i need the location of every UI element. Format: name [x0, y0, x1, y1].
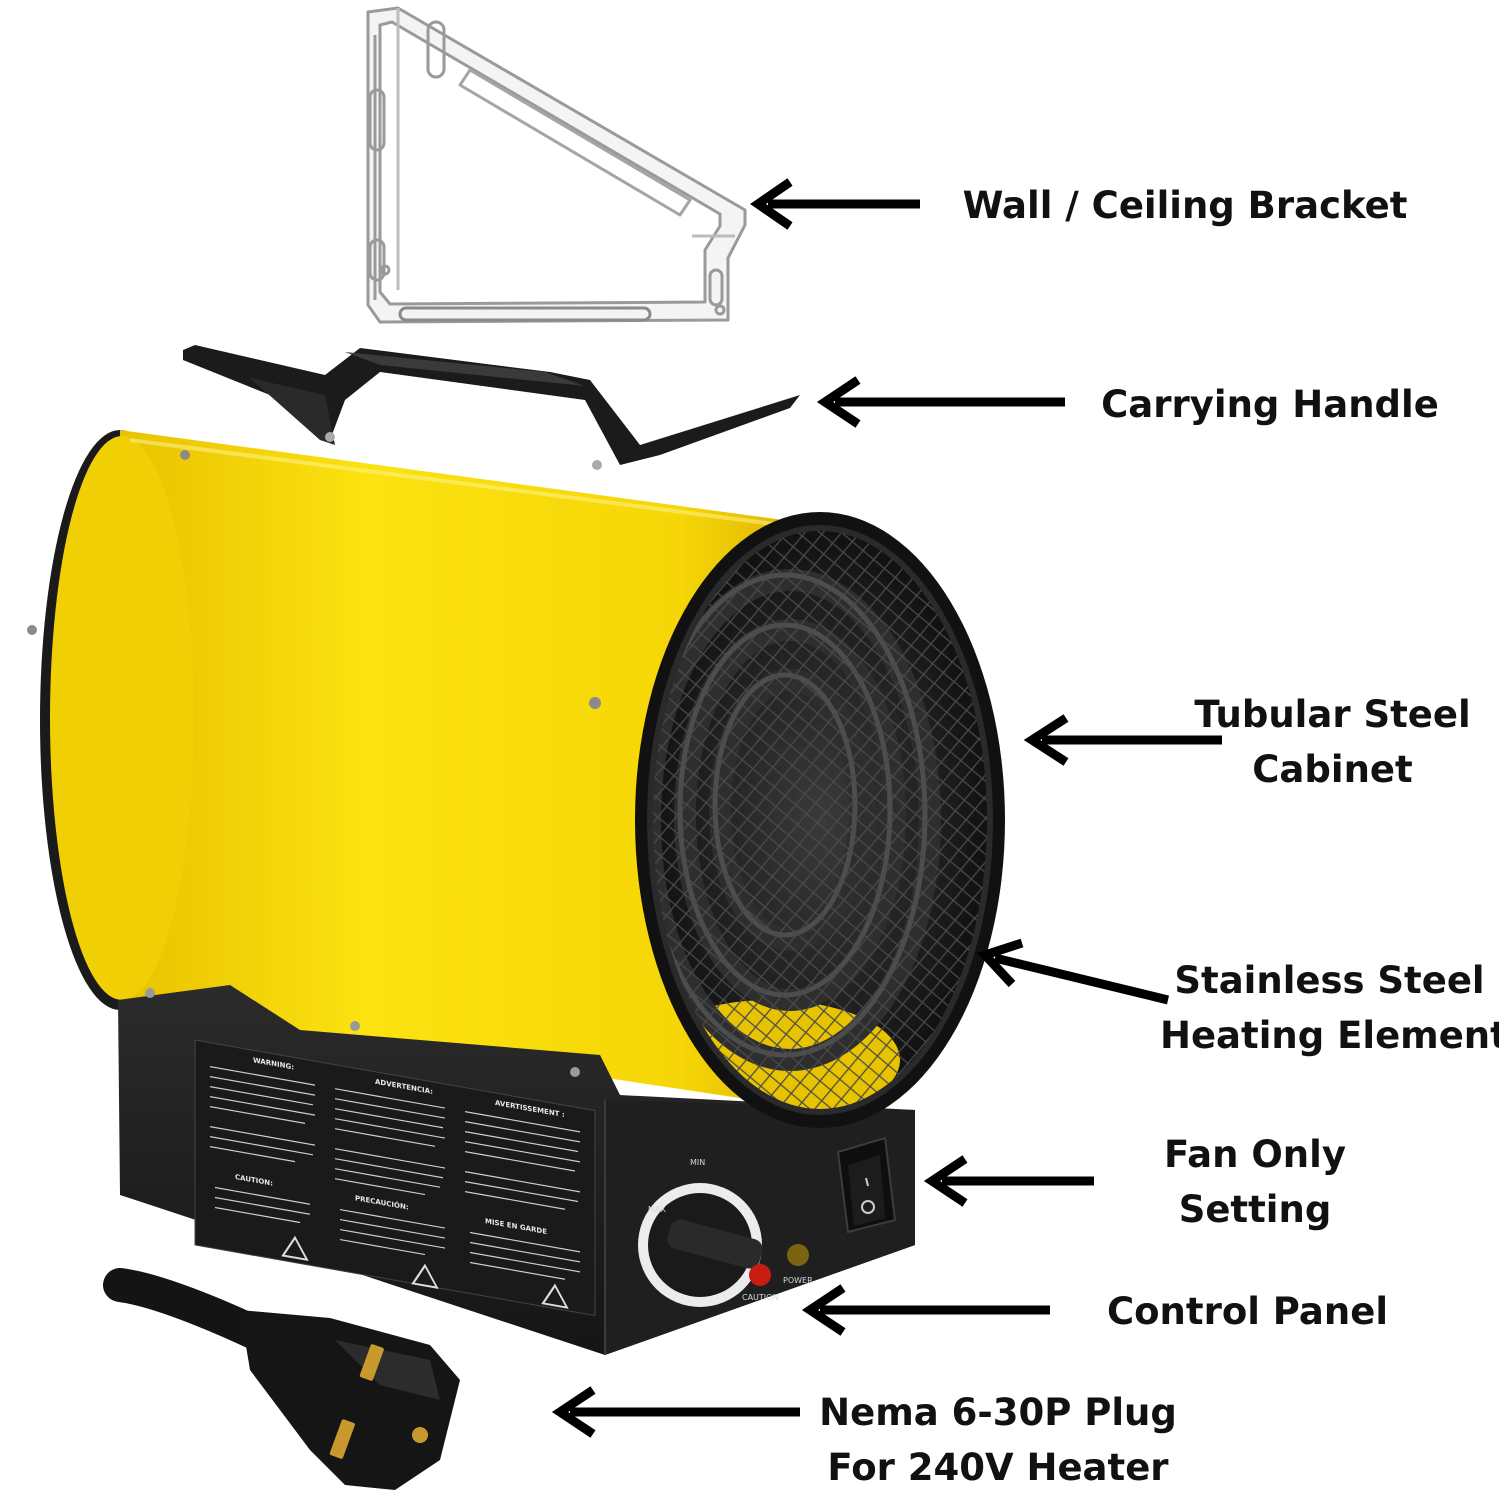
label-nema-plug: Nema 6-30P Plug For 240V Heater: [818, 1385, 1178, 1495]
callout-arrows: [551, 178, 1222, 1438]
label-line: Nema 6-30P Plug: [819, 1391, 1177, 1434]
label-line: Setting: [1178, 1188, 1332, 1231]
svg-text:MIN: MIN: [690, 1158, 705, 1167]
label-line: Carrying Handle: [1101, 383, 1439, 426]
arrow-handle: [816, 376, 1065, 428]
svg-text:POWER: POWER: [783, 1276, 813, 1285]
label-tubular-steel-cabinet: Tubular Steel Cabinet: [1180, 687, 1485, 797]
control-panel: MAX MIN CAUTION POWER: [638, 1136, 897, 1307]
label-line: Stainless Steel: [1174, 959, 1485, 1002]
label-fan-only-setting: Fan Only Setting: [1130, 1127, 1380, 1237]
label-wall-ceiling-bracket: Wall / Ceiling Bracket: [935, 178, 1435, 233]
label-heating-element: Stainless Steel Heating Element: [1160, 953, 1499, 1063]
label-line: Fan Only: [1164, 1133, 1346, 1176]
label-line: Control Panel: [1106, 1290, 1389, 1333]
arrow-plug: [551, 1386, 800, 1438]
label-line: Heating Element: [1160, 1014, 1499, 1057]
label-line: Cabinet: [1252, 748, 1413, 791]
arrow-bracket: [750, 178, 920, 230]
svg-text:CAUTION: CAUTION: [742, 1293, 778, 1302]
arrow-panel: [801, 1284, 1050, 1336]
arrow-cabinet: [1023, 714, 1222, 766]
label-line: For 240V Heater: [827, 1446, 1169, 1489]
label-line: Wall / Ceiling Bracket: [962, 184, 1408, 227]
nema-plug: [103, 1268, 460, 1490]
warning-label: WARNING: ADVERTENCIA: AVERTISSEMENT : CA…: [194, 1039, 596, 1317]
carrying-handle: [183, 345, 800, 470]
stainless-steel-heating-element: [635, 512, 1005, 1128]
label-line: Tubular Steel: [1194, 693, 1471, 736]
wall-ceiling-bracket: [366, 6, 747, 324]
tubular-steel-cabinet: [27, 430, 821, 1110]
arrow-element: [976, 938, 1170, 1005]
label-control-panel: Control Panel: [1090, 1284, 1405, 1339]
svg-text:MAX: MAX: [648, 1205, 666, 1214]
label-carrying-handle: Carrying Handle: [1085, 377, 1455, 432]
arrow-fan: [923, 1155, 1094, 1207]
fan-only-switch: [836, 1136, 897, 1234]
